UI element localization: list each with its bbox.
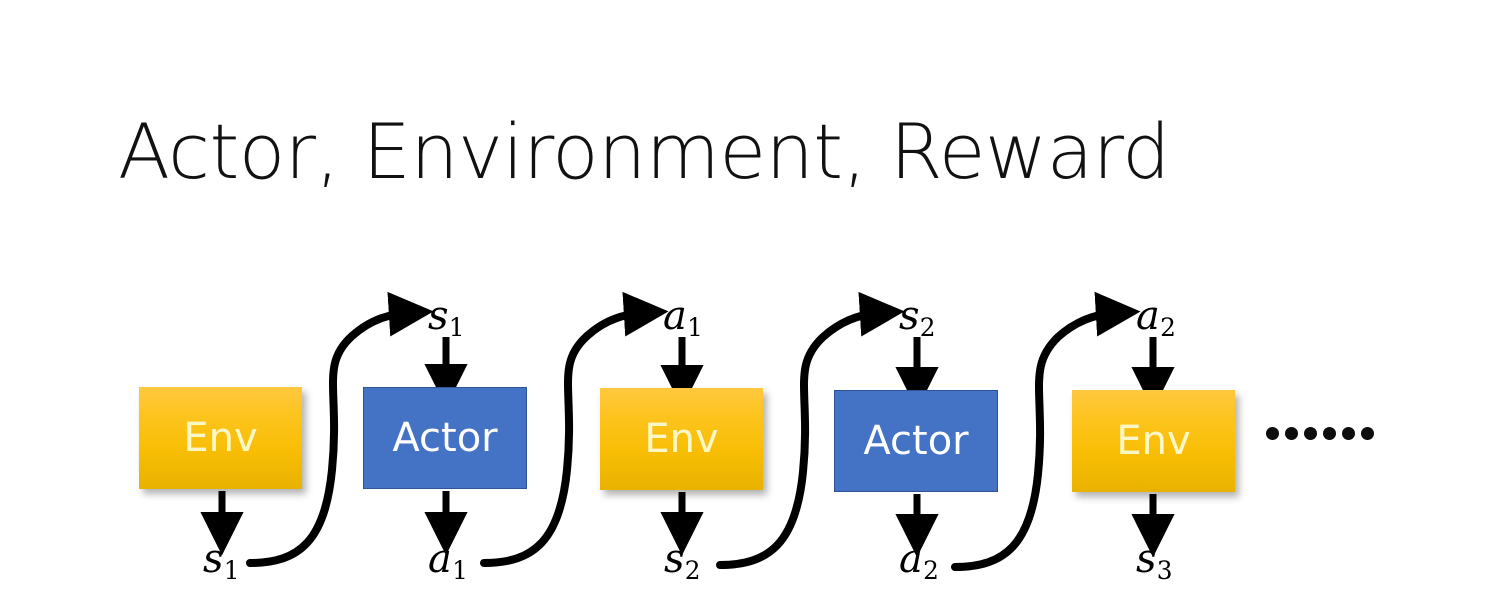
continuation-ellipsis [1266, 427, 1374, 440]
label-top-state-s1: s1 [428, 293, 465, 340]
node-env-2[interactable]: Env [600, 388, 763, 490]
node-label: Actor [863, 418, 969, 464]
label-top-action-a1: a1 [663, 293, 703, 340]
s-curve-a2-to-env3 [951, 291, 1141, 571]
label-bottom-action-a1: a1 [428, 536, 468, 583]
label-bottom-state-s1: s1 [203, 536, 240, 583]
subscript: 2 [684, 556, 701, 586]
symbol: s [664, 536, 685, 582]
node-label: Env [183, 415, 258, 461]
node-actor-2[interactable]: Actor [834, 390, 998, 492]
symbol: a [663, 293, 687, 339]
s-curve-a1-to-env2 [480, 291, 669, 567]
label-bottom-state-s2: s2 [664, 536, 701, 583]
s-curve-s1-to-actor1 [246, 291, 434, 567]
label-top-action-a2: a2 [1136, 293, 1176, 340]
node-label: Actor [392, 415, 498, 461]
label-bottom-action-a2: a2 [899, 536, 939, 583]
symbol: a [899, 536, 923, 582]
subscript: 2 [1160, 313, 1176, 343]
subscript: 1 [452, 556, 468, 586]
page-title: Actor, Environment, Reward [118, 107, 1170, 196]
subscript: 1 [223, 556, 240, 586]
ellipsis-dot [1342, 427, 1355, 440]
symbol: a [1136, 293, 1160, 339]
s-curve-s2-to-actor2 [716, 291, 905, 569]
subscript: 1 [687, 313, 703, 343]
label-top-state-s2: s2 [899, 293, 936, 340]
node-label: Env [1116, 418, 1191, 464]
symbol: s [1136, 536, 1157, 582]
symbol: s [899, 293, 920, 339]
symbol: s [203, 536, 224, 582]
node-env-1[interactable]: Env [139, 387, 302, 489]
ellipsis-dot [1323, 427, 1336, 440]
node-label: Env [644, 416, 719, 462]
symbol: a [428, 536, 452, 582]
ellipsis-dot [1304, 427, 1317, 440]
symbol: s [428, 293, 449, 339]
node-env-3[interactable]: Env [1072, 390, 1235, 492]
subscript: 2 [923, 556, 939, 586]
ellipsis-dot [1361, 427, 1374, 440]
subscript: 1 [448, 313, 465, 343]
ellipsis-dot [1285, 427, 1298, 440]
ellipsis-dot [1266, 427, 1279, 440]
node-actor-1[interactable]: Actor [363, 387, 527, 489]
label-bottom-state-s3: s3 [1136, 536, 1173, 583]
subscript: 3 [1156, 556, 1173, 586]
subscript: 2 [919, 313, 936, 343]
